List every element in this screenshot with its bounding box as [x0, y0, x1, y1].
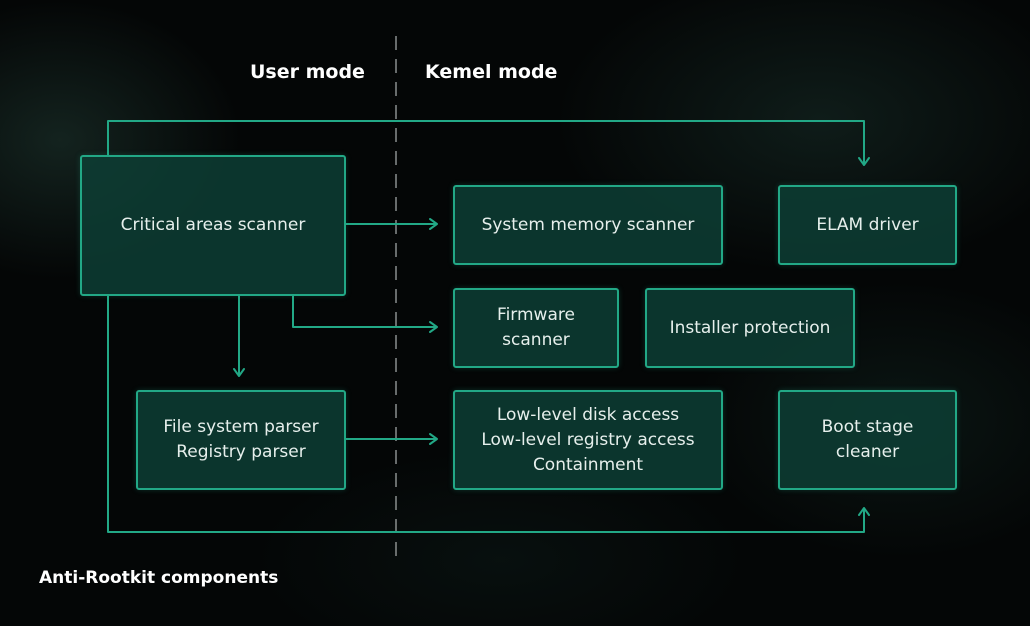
node-label: System memory scanner: [481, 214, 695, 235]
node-label: File system parser Registry parser: [163, 417, 319, 462]
arrowhead-parser: [233, 368, 245, 377]
node-system-memory-scanner: System memory scanner: [453, 185, 723, 265]
diagram-caption: Anti-Rootkit components: [39, 568, 279, 588]
node-installer-protection: Installer protection: [645, 288, 855, 368]
arrowhead-elam: [858, 157, 870, 166]
kernel-mode-label: Kemel mode: [425, 61, 558, 83]
node-label: Boot stage cleaner: [821, 417, 914, 462]
node-firmware-scanner: Firmware scanner: [453, 288, 619, 368]
node-elam-driver: ELAM driver: [778, 185, 957, 265]
node-label: ELAM driver: [816, 214, 919, 235]
node-critical-areas-scanner: Critical areas scanner: [80, 155, 346, 296]
node-label: Installer protection: [669, 317, 831, 338]
node-low-level-access: Low-level disk access Low-level registry…: [453, 390, 723, 490]
edge-critical-to-firmware: [292, 294, 437, 328]
edge-critical-to-boot: [107, 294, 865, 533]
arrowhead-firmware: [429, 321, 438, 333]
node-label: Low-level disk access Low-level registry…: [481, 404, 695, 475]
arrowhead-boot: [858, 507, 870, 516]
node-label: Critical areas scanner: [120, 215, 306, 235]
user-mode-label: User mode: [250, 61, 365, 83]
edge-critical-to-elam: [107, 120, 865, 165]
arrowhead-lowlevel: [429, 433, 438, 445]
node-file-registry-parser: File system parser Registry parser: [136, 390, 346, 490]
node-boot-stage-cleaner: Boot stage cleaner: [778, 390, 957, 490]
arrowhead-memory: [429, 218, 438, 230]
node-label: Firmware scanner: [497, 305, 575, 350]
